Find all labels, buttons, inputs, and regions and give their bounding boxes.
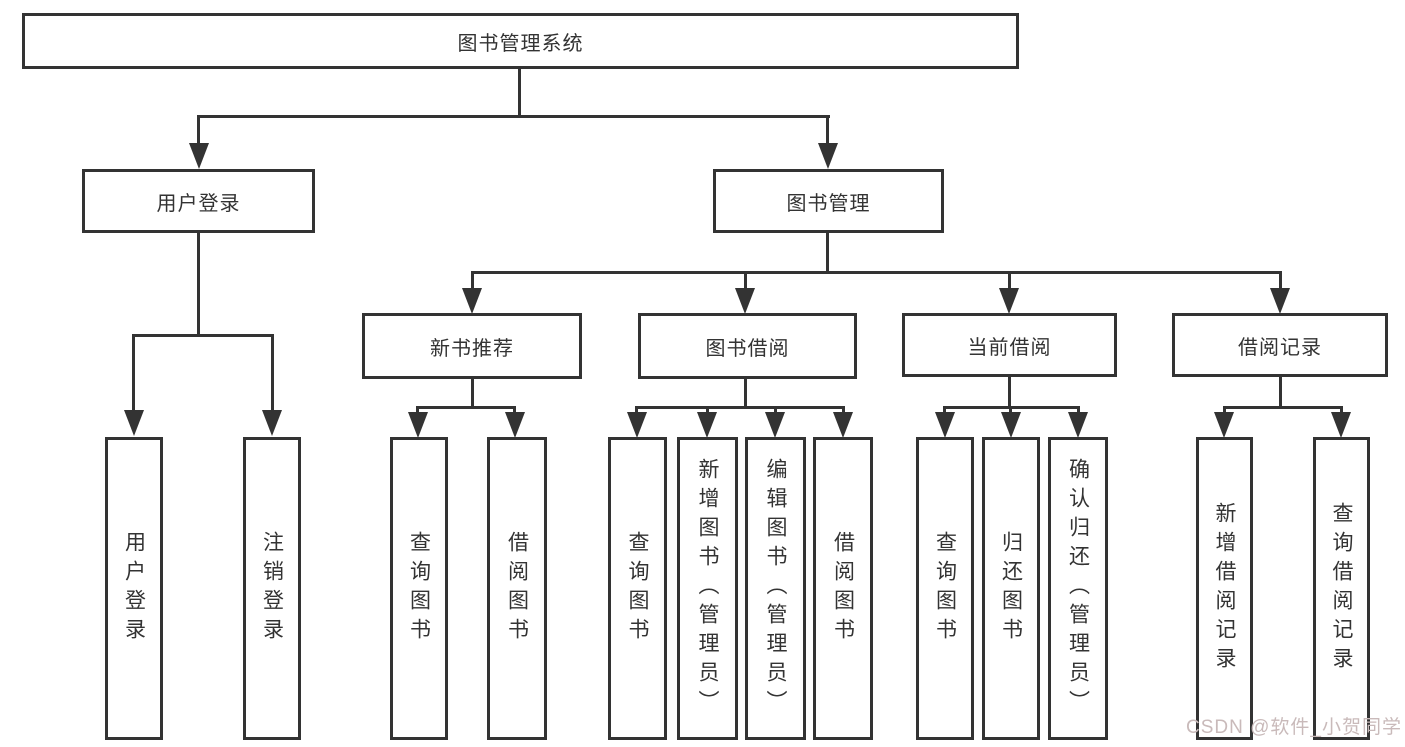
- connector-stub: [471, 271, 474, 290]
- connector-stub: [842, 406, 845, 416]
- node-leaf-user-login: 用户登录: [105, 437, 163, 740]
- connector-userlogin-horizontal: [132, 334, 274, 337]
- connector-records-vertical: [1279, 377, 1282, 409]
- connector-stub: [1009, 406, 1012, 416]
- connector-stub: [416, 406, 419, 416]
- arrow-down-icon: [818, 143, 838, 169]
- arrow-down-icon: [765, 412, 785, 438]
- arrow-down-icon: [124, 410, 144, 436]
- node-book-borrowing: 图书借阅: [638, 313, 857, 379]
- connector-newbook-horizontal: [416, 406, 516, 409]
- arrow-down-icon: [735, 288, 755, 314]
- node-leaf-return-books: 归还图书: [982, 437, 1040, 740]
- arrow-down-icon: [833, 412, 853, 438]
- connector-stub: [132, 334, 135, 412]
- connector-root-horizontal: [197, 115, 830, 118]
- arrow-down-icon: [462, 288, 482, 314]
- node-leaf-borrow-books: 借阅图书: [813, 437, 873, 740]
- connector-stub: [635, 406, 638, 416]
- connector-stub: [826, 115, 829, 147]
- connector-records-horizontal: [1223, 406, 1343, 409]
- connector-bookmgmt-vertical: [826, 233, 829, 274]
- arrow-down-icon: [935, 412, 955, 438]
- connector-newbook-vertical: [471, 379, 474, 409]
- arrow-down-icon: [1331, 412, 1351, 438]
- connector-bookmgmt-horizontal: [471, 271, 1282, 274]
- connector-stub: [943, 406, 946, 416]
- connector-stub: [706, 406, 709, 416]
- node-leaf-add-books-admin: 新增图书（管理员）: [677, 437, 738, 740]
- connector-stub: [774, 406, 777, 416]
- node-leaf-query-books-borrowing: 查询图书: [608, 437, 667, 740]
- node-book-management: 图书管理: [713, 169, 944, 233]
- connector-current-vertical: [1008, 377, 1011, 409]
- node-borrow-records: 借阅记录: [1172, 313, 1388, 377]
- connector-stub: [271, 334, 274, 412]
- connector-stub: [744, 271, 747, 290]
- node-leaf-query-books-current: 查询图书: [916, 437, 974, 740]
- node-leaf-query-borrow-record: 查询借阅记录: [1313, 437, 1370, 740]
- connector-stub: [1340, 406, 1343, 416]
- arrow-down-icon: [505, 412, 525, 438]
- connector-stub: [1279, 271, 1282, 290]
- node-leaf-borrow-books-recommend: 借阅图书: [487, 437, 547, 740]
- node-user-login: 用户登录: [82, 169, 315, 233]
- arrow-down-icon: [1270, 288, 1290, 314]
- node-leaf-confirm-return-admin: 确认归还（管理员）: [1048, 437, 1108, 740]
- arrow-down-icon: [627, 412, 647, 438]
- csdn-watermark: CSDN @软件_小贺同学: [1186, 717, 1402, 738]
- arrow-down-icon: [189, 143, 209, 169]
- node-leaf-query-books-recommend: 查询图书: [390, 437, 448, 740]
- node-new-book-recommend: 新书推荐: [362, 313, 582, 379]
- connector-stub: [513, 406, 516, 416]
- connector-root-vertical: [518, 68, 521, 118]
- arrow-down-icon: [1001, 412, 1021, 438]
- connector-borrowing-horizontal: [635, 406, 845, 409]
- connector-stub: [1077, 406, 1080, 416]
- node-leaf-edit-books-admin: 编辑图书（管理员）: [745, 437, 806, 740]
- arrow-down-icon: [1214, 412, 1234, 438]
- arrow-down-icon: [697, 412, 717, 438]
- arrow-down-icon: [408, 412, 428, 438]
- node-leaf-logout: 注销登录: [243, 437, 301, 740]
- connector-userlogin-vertical: [197, 233, 200, 337]
- node-leaf-add-borrow-record: 新增借阅记录: [1196, 437, 1253, 740]
- arrow-down-icon: [999, 288, 1019, 314]
- connector-stub: [1223, 406, 1226, 416]
- connector-stub: [1008, 271, 1011, 290]
- node-current-borrowing: 当前借阅: [902, 313, 1117, 377]
- arrow-down-icon: [262, 410, 282, 436]
- arrow-down-icon: [1068, 412, 1088, 438]
- connector-borrowing-vertical: [744, 379, 747, 409]
- node-library-management-system: 图书管理系统: [22, 13, 1019, 69]
- connector-stub: [197, 115, 200, 147]
